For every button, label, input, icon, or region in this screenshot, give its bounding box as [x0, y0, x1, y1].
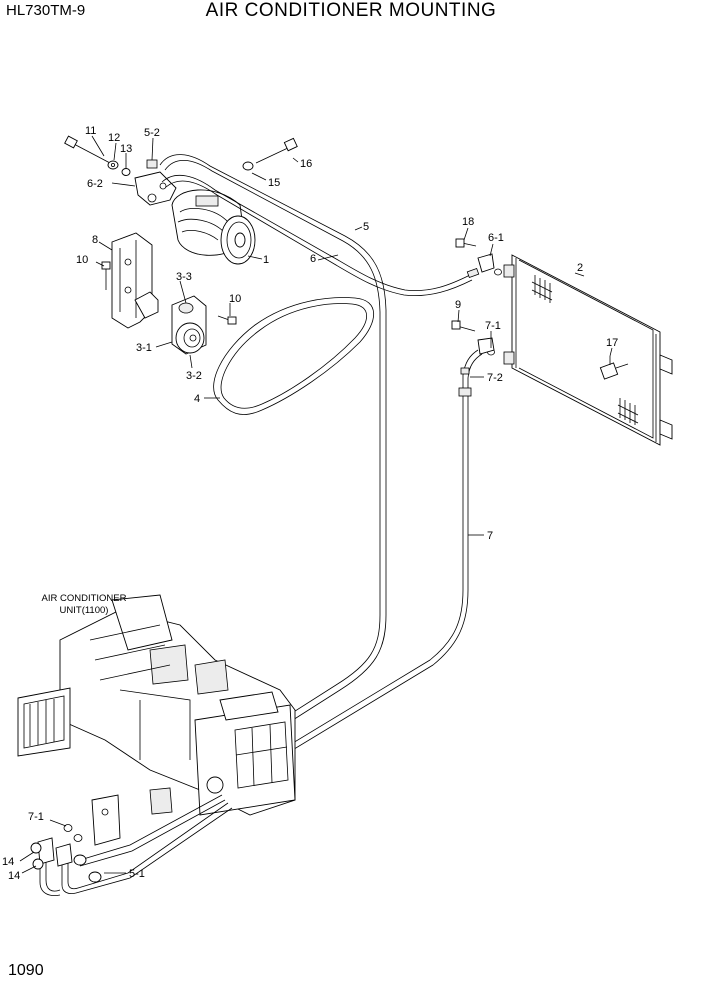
- callout-2: 2: [577, 262, 583, 274]
- callout-7-1-top: 7-1: [485, 320, 501, 332]
- callout-6: 6: [310, 253, 316, 265]
- compressor-1: [171, 189, 256, 265]
- callout-5-2: 5-2: [144, 127, 160, 139]
- fitting-5-2: [146, 159, 158, 169]
- callout-14-lower: 14: [8, 870, 20, 882]
- bolt-9: [451, 320, 476, 332]
- tensioner-3-1: [171, 295, 207, 355]
- page-title: AIR CONDITIONER MOUNTING: [205, 0, 497, 21]
- callout-9: 9: [455, 299, 461, 311]
- callout-13: 13: [120, 143, 132, 155]
- bolt-10-left: [101, 261, 111, 290]
- callout-10-right: 10: [229, 293, 241, 305]
- bracket-8: [111, 232, 159, 329]
- washer-12: [107, 160, 119, 170]
- clamp-7-1-top: [477, 337, 495, 356]
- callout-12: 12: [108, 132, 120, 144]
- air-conditioner-unit: [17, 594, 296, 816]
- drive-belt-4: [213, 297, 374, 415]
- model-number: HL730TM-9: [6, 2, 86, 19]
- condenser-grid-upper: [531, 275, 553, 303]
- callout-10-left: 10: [76, 254, 88, 266]
- manifold-6-2: [134, 171, 177, 206]
- callout-7-1-bottom: 7-1: [28, 811, 44, 823]
- callout-1: 1: [263, 254, 269, 266]
- page-number: 1090: [8, 962, 44, 979]
- leader-lines: [19, 135, 613, 874]
- washer-13: [121, 168, 131, 176]
- callout-8: 8: [92, 234, 98, 246]
- bracket-7-1-bottom: [63, 794, 121, 846]
- bolt-10-right: [217, 315, 237, 325]
- callout-3-2: 3-2: [186, 370, 202, 382]
- callout-5-1: 5-1: [129, 868, 145, 880]
- callout-11: 11: [85, 125, 96, 137]
- callout-18: 18: [462, 216, 474, 228]
- unit-caption-line2: UNIT(1100): [60, 605, 109, 616]
- fittings-14: [30, 837, 102, 883]
- callout-7: 7: [487, 530, 493, 542]
- bolt-11: [64, 135, 111, 164]
- callout-3-1: 3-1: [136, 342, 152, 354]
- bolt-16: [242, 137, 298, 171]
- hose-5-1: [39, 794, 233, 896]
- clamp-6-1: [466, 253, 502, 279]
- callout-6-1: 6-1: [488, 232, 504, 244]
- condenser-grid-lower: [617, 398, 639, 425]
- condenser-2: [503, 254, 673, 446]
- callout-labels: 11 12 13 5-2 16 6-2 15 5 6 1 8 10 3-3 10…: [2, 125, 618, 882]
- callout-15: 15: [268, 177, 280, 189]
- callout-3-3: 3-3: [176, 271, 192, 283]
- unit-caption: AIR CONDITIONER UNIT(1100): [42, 593, 127, 616]
- callout-4: 4: [194, 393, 200, 405]
- callout-5: 5: [363, 221, 369, 233]
- fitting-17: [599, 356, 629, 380]
- unit-caption-line1: AIR CONDITIONER: [42, 593, 127, 604]
- hose-7: [239, 349, 483, 781]
- callout-7-2: 7-2: [487, 372, 503, 384]
- callout-16: 16: [300, 158, 312, 170]
- hose-6: [161, 174, 473, 297]
- callout-14-upper: 14: [2, 856, 14, 868]
- callout-6-2: 6-2: [87, 178, 103, 190]
- bolt-18: [455, 238, 477, 248]
- callout-17: 17: [606, 337, 618, 349]
